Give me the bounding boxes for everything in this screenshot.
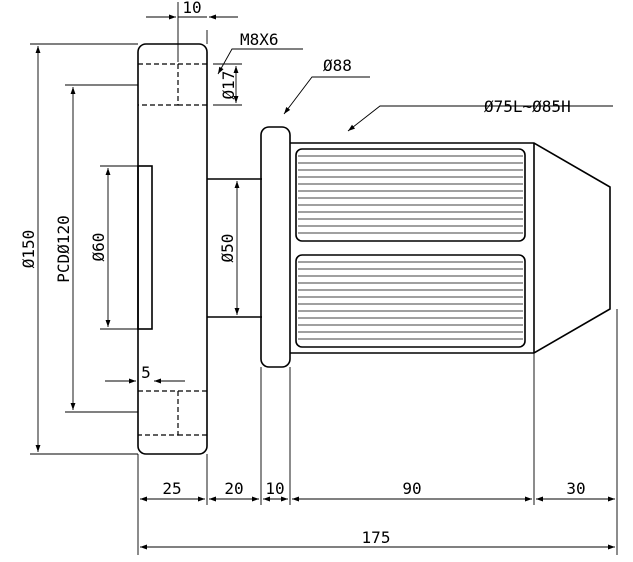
top-bolt-hole-outer bbox=[138, 63, 179, 106]
label-175: 175 bbox=[362, 528, 391, 547]
bottom-bolt-hole-outer bbox=[138, 390, 179, 436]
shaft bbox=[207, 178, 262, 318]
leader-88 bbox=[283, 76, 370, 115]
label-pcd: PCDØ120 bbox=[54, 215, 73, 282]
leader-m8x6 bbox=[217, 48, 303, 75]
label-30: 30 bbox=[566, 479, 585, 498]
grooved-body bbox=[290, 142, 611, 354]
upper-groove-panel bbox=[295, 148, 526, 242]
label-outer-dia: Ø150 bbox=[19, 230, 38, 269]
top-bolt-hole-thread bbox=[178, 63, 207, 106]
body-outline bbox=[290, 142, 611, 354]
upper-grooves bbox=[298, 155, 523, 234]
flange-plate bbox=[137, 43, 208, 455]
label-flange-dia: Ø88 bbox=[323, 56, 352, 75]
label-25: 25 bbox=[162, 479, 181, 498]
ring-88 bbox=[260, 126, 291, 368]
label-10: 10 bbox=[265, 479, 284, 498]
label-bore: Ø60 bbox=[89, 233, 108, 262]
extension-lines bbox=[30, 2, 618, 555]
labels: 10 M8X6 Ø17 Ø88 Ø75L~Ø85H Ø150 PCDØ120 Ø… bbox=[19, 0, 586, 547]
label-top-width: 10 bbox=[182, 0, 201, 17]
lower-groove-panel bbox=[295, 254, 526, 348]
lower-grooves bbox=[298, 261, 523, 340]
label-shaft: Ø50 bbox=[218, 234, 237, 263]
label-90: 90 bbox=[402, 479, 421, 498]
label-20: 20 bbox=[224, 479, 243, 498]
bottom-bolt-hole-thread bbox=[178, 390, 207, 436]
label-thread: M8X6 bbox=[240, 30, 279, 49]
leaders bbox=[217, 48, 613, 132]
label-step: 5 bbox=[141, 363, 151, 382]
leader-75-85 bbox=[347, 105, 613, 132]
label-small-dia: Ø17 bbox=[219, 71, 238, 100]
center-bore bbox=[137, 165, 153, 330]
dimension-lines bbox=[35, 14, 615, 550]
label-body-dia: Ø75L~Ø85H bbox=[484, 97, 571, 116]
